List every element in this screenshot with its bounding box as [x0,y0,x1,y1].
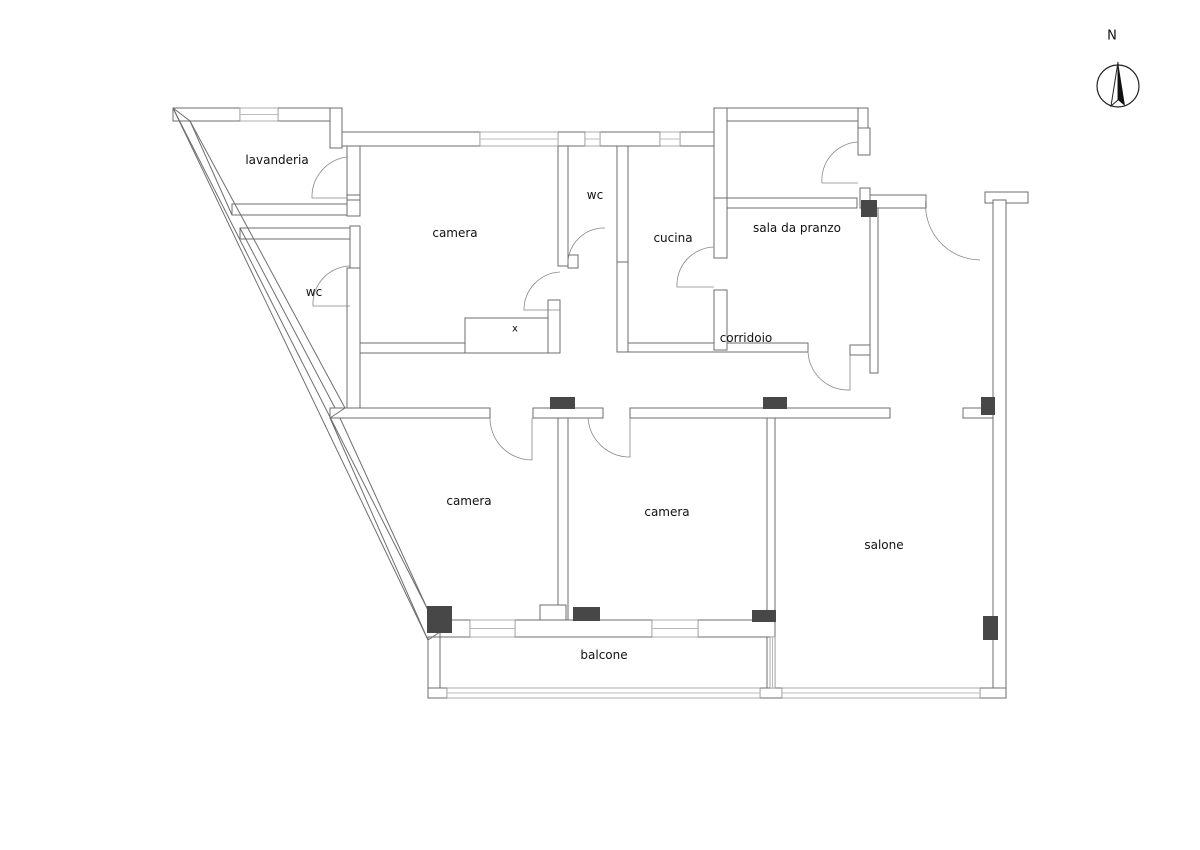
door-swing-icon [821,141,859,184]
wall [679,131,715,147]
wall [616,261,629,353]
wall [869,194,927,209]
doors [311,141,981,461]
room-label-cucina: cucina [653,231,693,245]
room-label-balcone: balcone [580,648,628,662]
wall [239,227,351,240]
room-label-camera-mid: camera [644,505,690,519]
wall [346,145,361,217]
north-label: N [1107,28,1117,44]
room-label-wc-left: wc [305,285,323,299]
wall [557,131,586,147]
wall [713,289,728,351]
door-swing-icon [925,197,981,261]
structural-column [981,397,995,415]
wall [547,299,561,354]
structural-column [573,607,600,621]
wall [346,194,361,201]
wall [713,107,728,199]
wall [427,687,448,699]
wall [539,604,567,621]
wall [766,417,776,621]
wall [346,267,361,409]
door-swing-icon [312,265,351,307]
wall [599,131,661,147]
room-label-camera-left: camera [446,494,492,508]
closet-mark: x [512,323,518,335]
wall [341,131,481,147]
wall [869,207,879,374]
door-swing-icon [676,246,715,288]
structural-column [983,616,998,640]
room-label-lavanderia: lavanderia [245,153,309,167]
wall [329,407,491,419]
door-swing-icon [311,156,348,199]
wall [759,687,783,699]
wall [849,344,871,356]
wall [514,619,653,638]
wall [359,342,466,354]
door-swing-icon [807,349,851,391]
slanted-wall-line [189,120,233,216]
door-swing-icon [567,227,606,263]
wall [629,407,891,419]
wall [172,107,241,122]
room-label-sala-da-pranzo: sala da pranzo [752,221,842,235]
room-label-corridoio: corridoio [719,331,773,345]
wall [713,197,728,259]
wall [979,687,1007,699]
slanted-wall-line [172,107,429,641]
door-swing-icon [587,417,631,458]
windows [239,107,981,699]
slanted-wall-line [339,417,439,633]
structural-column [763,397,787,409]
structural-column [861,200,877,217]
wall [349,225,361,269]
wall [726,197,858,209]
structural-column [550,397,575,409]
room-label-wc-top: wc [586,188,604,202]
slanted-wall-outer [172,107,441,641]
door-swing-icon [523,271,561,311]
door-swing-icon [489,417,533,461]
slanted-wall-line [239,227,336,409]
columns [427,200,998,640]
north-arrow-icon [1096,61,1140,108]
wall [464,317,561,354]
structural-column [752,610,776,622]
walls [172,107,1029,699]
room-label-camera-top: camera [432,226,478,240]
wall [857,127,871,156]
wall [557,145,569,267]
wall [616,145,629,267]
wall [697,619,776,638]
wall [557,417,569,621]
wall [329,107,343,149]
structural-column [427,606,452,633]
wall [567,254,579,269]
wall [231,203,348,216]
room-label-salone: salone [864,538,904,552]
wall [532,407,604,419]
wall [713,107,869,122]
